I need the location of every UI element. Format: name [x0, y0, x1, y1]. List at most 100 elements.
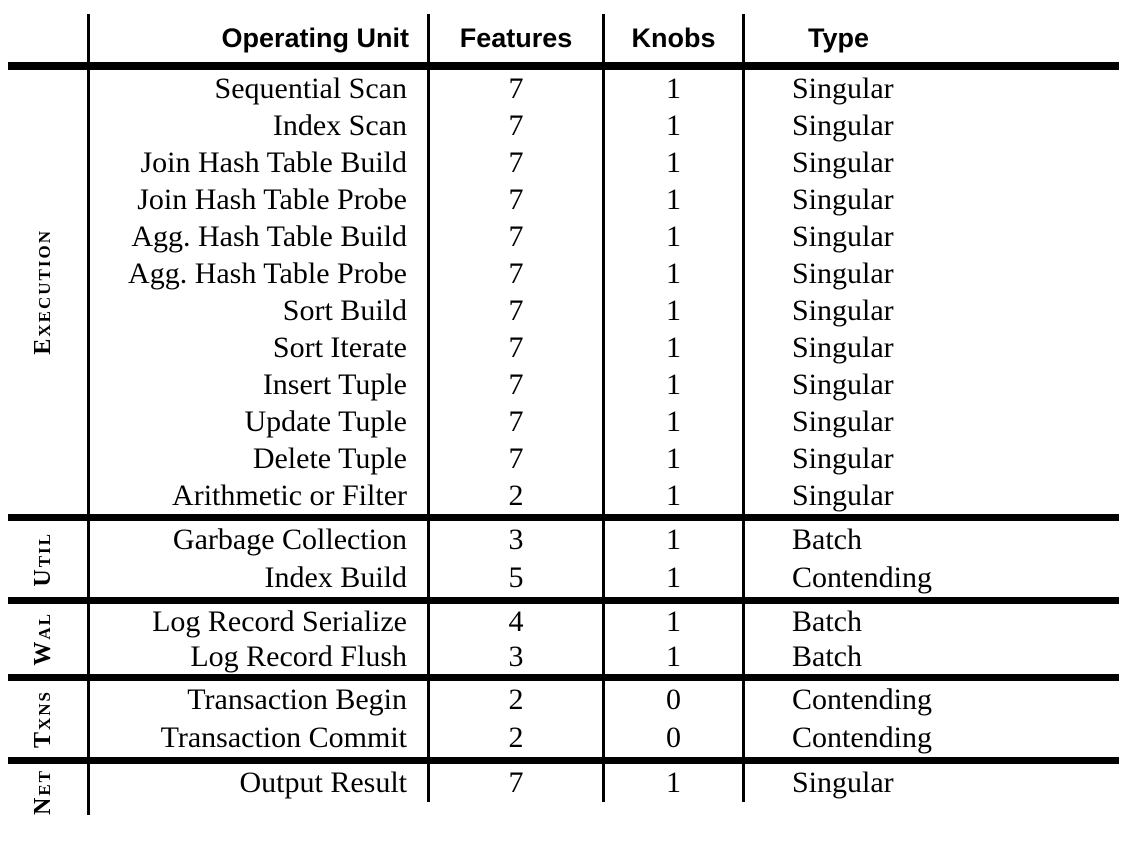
cell-features: 7 [430, 181, 605, 218]
cell-operating-unit: Join Hash Table Probe [90, 181, 430, 218]
cell-type: Singular [792, 108, 894, 142]
cell-type: Singular [792, 293, 894, 327]
section-rows: Sequential Scan 7 1 Singular Index Scan … [90, 70, 1125, 514]
table-section-util: Util Garbage Collection 3 1 Batch Index … [0, 521, 1125, 597]
cell-operating-unit: Index Build [90, 559, 430, 597]
table-row: Update Tuple 7 1 Singular [90, 403, 1125, 440]
table-row: Agg. Hash Table Probe 7 1 Singular [90, 255, 1125, 292]
cell-type: Singular [792, 71, 894, 105]
cell-type: Singular [792, 182, 894, 216]
cell-type: Singular [792, 330, 894, 364]
cell-operating-unit: Insert Tuple [90, 366, 430, 403]
group-label-cell: Execution [0, 70, 90, 514]
cell-type: Batch [792, 639, 862, 673]
cell-features: 7 [430, 144, 605, 181]
header-rule [8, 62, 1119, 70]
cell-type: Singular [792, 766, 894, 799]
cell-type: Contending [792, 561, 932, 594]
table-section-wal: Wal Log Record Serialize 4 1 Batch Log R… [0, 604, 1125, 674]
cell-features: 7 [430, 440, 605, 477]
table-header-row: Operating Unit Features Knobs Type [0, 14, 1125, 62]
group-label: Wal [30, 612, 56, 666]
cell-features: 3 [430, 639, 605, 674]
cell-features: 2 [430, 681, 605, 719]
group-label-cell: Wal [0, 604, 90, 674]
cell-knobs: 1 [605, 559, 745, 597]
cell-type: Contending [792, 683, 932, 716]
cell-operating-unit: Sort Iterate [90, 329, 430, 366]
table-row: Join Hash Table Probe 7 1 Singular [90, 181, 1125, 218]
cell-operating-unit: Join Hash Table Build [90, 144, 430, 181]
cell-operating-unit: Delete Tuple [90, 440, 430, 477]
cell-operating-unit: Output Result [90, 764, 430, 802]
table-row: Join Hash Table Build 7 1 Singular [90, 144, 1125, 181]
cell-knobs: 1 [605, 255, 745, 292]
cell-knobs: 1 [605, 292, 745, 329]
cell-type: Singular [792, 219, 894, 253]
cell-type: Singular [792, 441, 894, 475]
section-divider-rule [8, 757, 1119, 764]
cell-operating-unit: Garbage Collection [90, 521, 430, 559]
section-rows: Log Record Serialize 4 1 Batch Log Recor… [90, 604, 1125, 674]
cell-operating-unit: Sort Build [90, 292, 430, 329]
cell-operating-unit: Transaction Begin [90, 681, 430, 719]
table-row: Index Scan 7 1 Singular [90, 107, 1125, 144]
cell-features: 7 [430, 255, 605, 292]
table-section-net: Net Output Result 7 1 Singular [0, 764, 1125, 816]
cell-knobs: 1 [605, 403, 745, 440]
cell-features: 7 [430, 70, 605, 107]
group-label: Util [30, 531, 56, 587]
cell-type: Contending [792, 721, 932, 754]
table-row: Garbage Collection 3 1 Batch [90, 521, 1125, 559]
cell-knobs: 1 [605, 329, 745, 366]
column-header-features: Features [430, 14, 605, 62]
section-rows: Output Result 7 1 Singular [90, 764, 1125, 815]
section-rows: Garbage Collection 3 1 Batch Index Build… [90, 521, 1125, 597]
cell-features: 2 [430, 477, 605, 514]
table-row: Transaction Commit 2 0 Contending [90, 719, 1125, 757]
section-divider-rule [8, 674, 1119, 681]
cell-type: Singular [792, 145, 894, 179]
group-label-cell: Txns [0, 681, 90, 757]
section-rows: Transaction Begin 2 0 Contending Transac… [90, 681, 1125, 757]
group-label: Execution [30, 229, 56, 355]
cell-type: Singular [792, 404, 894, 438]
cell-features: 7 [430, 764, 605, 802]
cell-knobs: 1 [605, 764, 745, 802]
cell-knobs: 0 [605, 681, 745, 719]
cell-operating-unit: Arithmetic or Filter [90, 477, 430, 514]
cell-knobs: 1 [605, 70, 745, 107]
cell-operating-unit: Update Tuple [90, 403, 430, 440]
cell-features: 2 [430, 719, 605, 757]
header-corner-cell [0, 14, 90, 62]
table-row: Agg. Hash Table Build 7 1 Singular [90, 218, 1125, 255]
cell-type: Singular [792, 256, 894, 290]
cell-knobs: 1 [605, 440, 745, 477]
cell-knobs: 1 [605, 181, 745, 218]
cell-knobs: 1 [605, 604, 745, 639]
cell-operating-unit: Sequential Scan [90, 70, 430, 107]
table-row: Delete Tuple 7 1 Singular [90, 440, 1125, 477]
table-row: Insert Tuple 7 1 Singular [90, 366, 1125, 403]
column-header-operating-unit: Operating Unit [90, 14, 430, 62]
cell-features: 4 [430, 604, 605, 639]
operating-units-table: Operating Unit Features Knobs Type Execu… [0, 14, 1125, 816]
table-section-execution: Execution Sequential Scan 7 1 Singular I… [0, 70, 1125, 514]
cell-knobs: 0 [605, 719, 745, 757]
table-row: Index Build 5 1 Contending [90, 559, 1125, 597]
section-divider-rule [8, 514, 1119, 521]
cell-type: Singular [792, 478, 894, 512]
cell-type: Batch [792, 604, 862, 638]
cell-operating-unit: Log Record Flush [90, 639, 430, 674]
table-row: Sort Build 7 1 Singular [90, 292, 1125, 329]
table-row: Output Result 7 1 Singular [90, 764, 1125, 802]
group-label-cell: Net [0, 764, 90, 816]
cell-features: 7 [430, 366, 605, 403]
cell-operating-unit: Agg. Hash Table Probe [90, 255, 430, 292]
section-divider-rule [8, 597, 1119, 604]
cell-operating-unit: Transaction Commit [90, 719, 430, 757]
table-row: Transaction Begin 2 0 Contending [90, 681, 1125, 719]
cell-knobs: 1 [605, 521, 745, 559]
cell-knobs: 1 [605, 144, 745, 181]
